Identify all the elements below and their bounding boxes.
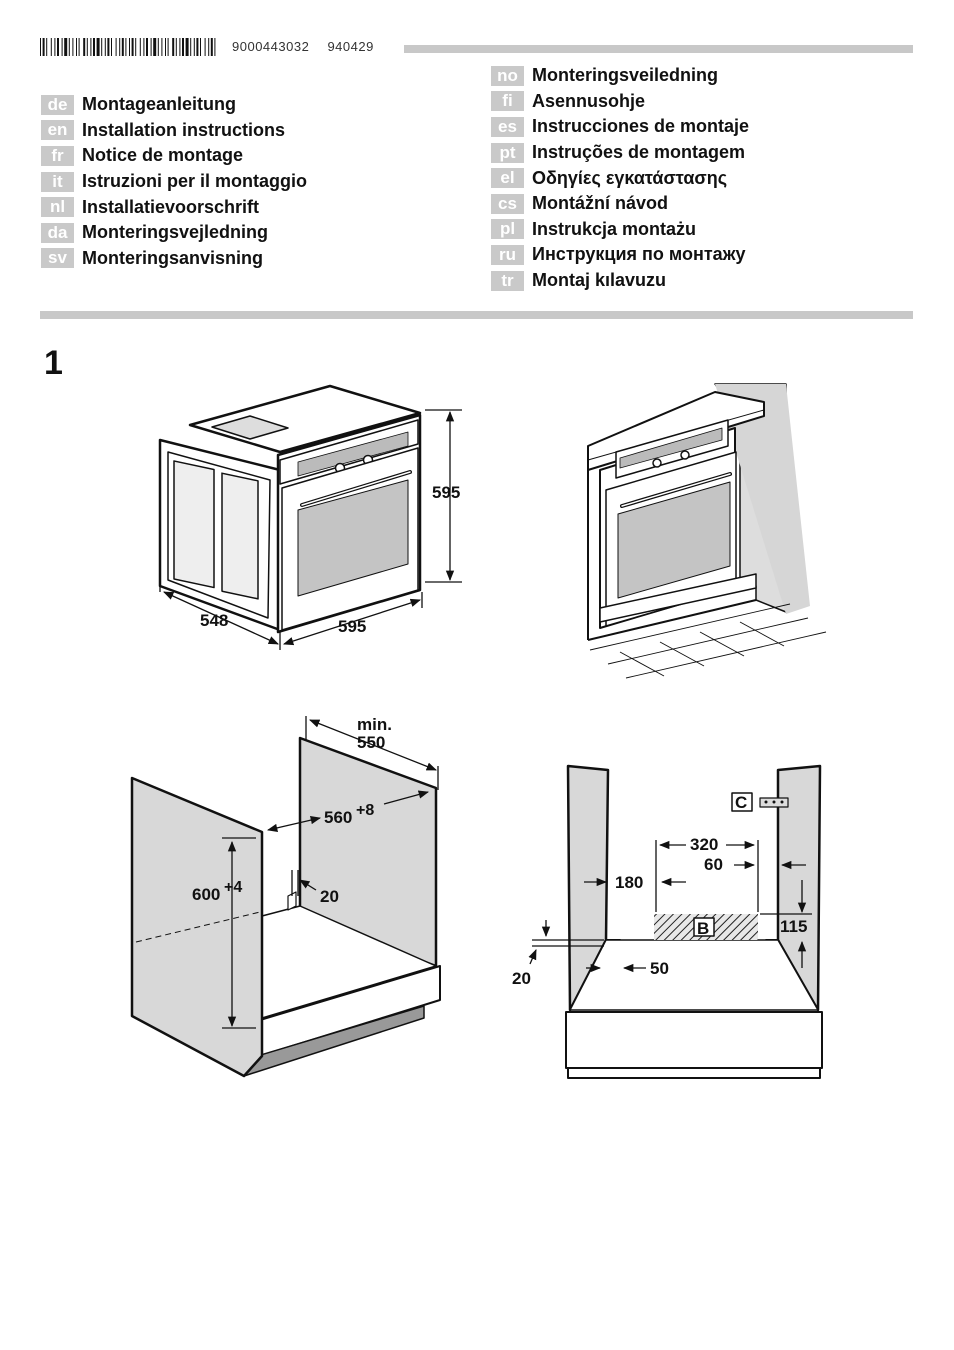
language-item: sv Monteringsanvisning [41, 246, 307, 272]
language-code: el [491, 168, 524, 189]
document-number: 9000443032 [232, 39, 310, 54]
vent-offset-label: 60 [704, 855, 723, 874]
language-title: Montážní návod [532, 193, 668, 214]
language-title: Instruções de montagem [532, 142, 746, 163]
language-code: es [491, 116, 524, 137]
barcode [40, 38, 216, 56]
language-item: de Montageanleitung [41, 92, 307, 118]
language-item: cs Montážní návod [491, 191, 749, 217]
section-rule [40, 311, 913, 319]
language-title: Instrukcja montażu [532, 218, 697, 239]
vent-height-label: 115 [780, 917, 807, 936]
language-item: pl Instrukcja montażu [491, 217, 749, 243]
language-code: it [41, 171, 74, 192]
language-title: Инструкция по монтажу [532, 244, 746, 265]
language-item: no Monteringsveiledning [491, 63, 749, 89]
language-title: Notice de montage [82, 145, 244, 166]
vent-width-label: 320 [690, 835, 718, 854]
language-title: Asennusohje [532, 90, 646, 111]
floor-gap-label: 20 [512, 969, 531, 988]
document-codes: 9000443032 940429 [232, 39, 388, 54]
language-title: Monteringsanvisning [82, 247, 264, 268]
language-item: el Οδηγίες εγκατάστασης [491, 165, 749, 191]
language-item: it Istruzioni per il montaggio [41, 169, 307, 195]
bracket-label: C [735, 793, 747, 812]
language-code: cs [491, 193, 524, 214]
niche-min-label: min. [357, 715, 392, 734]
vent-area-label: B [697, 919, 709, 938]
language-item: tr Montaj kılavuzu [491, 268, 749, 294]
language-item: fi Asennusohje [491, 89, 749, 115]
language-title: Monteringsvejledning [82, 222, 269, 243]
language-item: en Installation instructions [41, 118, 307, 144]
language-code: fi [491, 91, 524, 112]
language-title: Installatievoorschrift [82, 196, 260, 217]
language-code: de [41, 94, 74, 115]
oven-width-label: 595 [338, 617, 366, 636]
niche-width-label: 560 [324, 808, 352, 827]
language-item: ru Инструкция по монтажу [491, 242, 749, 268]
language-code: tr [491, 270, 524, 291]
oven-dimensions [159, 409, 462, 650]
niche-dimensions [222, 716, 439, 1029]
language-item: fr Notice de montage [41, 143, 307, 169]
niche-width-tolerance: +8 [356, 802, 374, 819]
language-code: pt [491, 142, 524, 163]
language-code: nl [41, 197, 74, 218]
language-title: Montaj kılavuzu [532, 270, 667, 291]
language-item: pt Instruções de montagem [491, 140, 749, 166]
language-code: sv [41, 248, 74, 269]
language-title: Installation instructions [82, 119, 286, 140]
cabinet-front-dimensions [528, 840, 812, 973]
language-title: Istruzioni per il montaggio [82, 171, 307, 192]
niche-height-tolerance: +4 [224, 879, 242, 896]
niche-depth-label: 550 [357, 733, 385, 752]
oven-drawing [158, 384, 422, 634]
oven-height-label: 595 [432, 483, 460, 502]
built-in-oven-drawing [587, 383, 827, 679]
figure-number: 1 [44, 344, 63, 382]
language-code: ru [491, 244, 524, 265]
language-code: pl [491, 219, 524, 240]
niche-cabinet-drawing [130, 736, 441, 1078]
language-code: fr [41, 145, 74, 166]
language-item: da Monteringsvejledning [41, 220, 307, 246]
language-title: Instrucciones de montaje [532, 116, 750, 137]
language-code: da [41, 222, 74, 243]
floor-step-label: 50 [650, 959, 669, 978]
language-code: no [491, 65, 524, 86]
language-title: Montageanleitung [82, 94, 236, 115]
language-list-left: de Montageanleitung en Installation instru… [41, 92, 307, 271]
niche-gap-label: 20 [320, 887, 339, 906]
oven-depth-label: 548 [200, 611, 228, 630]
language-code: en [41, 120, 74, 141]
language-title: Monteringsveiledning [532, 65, 719, 86]
vent-side-label: 180 [615, 873, 643, 892]
niche-height-label: 600 [192, 885, 220, 904]
cabinet-front-view-drawing [565, 764, 823, 1079]
document-date-code: 940429 [327, 39, 374, 54]
header-rule [404, 45, 913, 53]
language-item: es Instrucciones de montaje [491, 114, 749, 140]
language-title: Οδηγίες εγκατάστασης [532, 167, 728, 188]
language-item: nl Installatievoorschrift [41, 194, 307, 220]
